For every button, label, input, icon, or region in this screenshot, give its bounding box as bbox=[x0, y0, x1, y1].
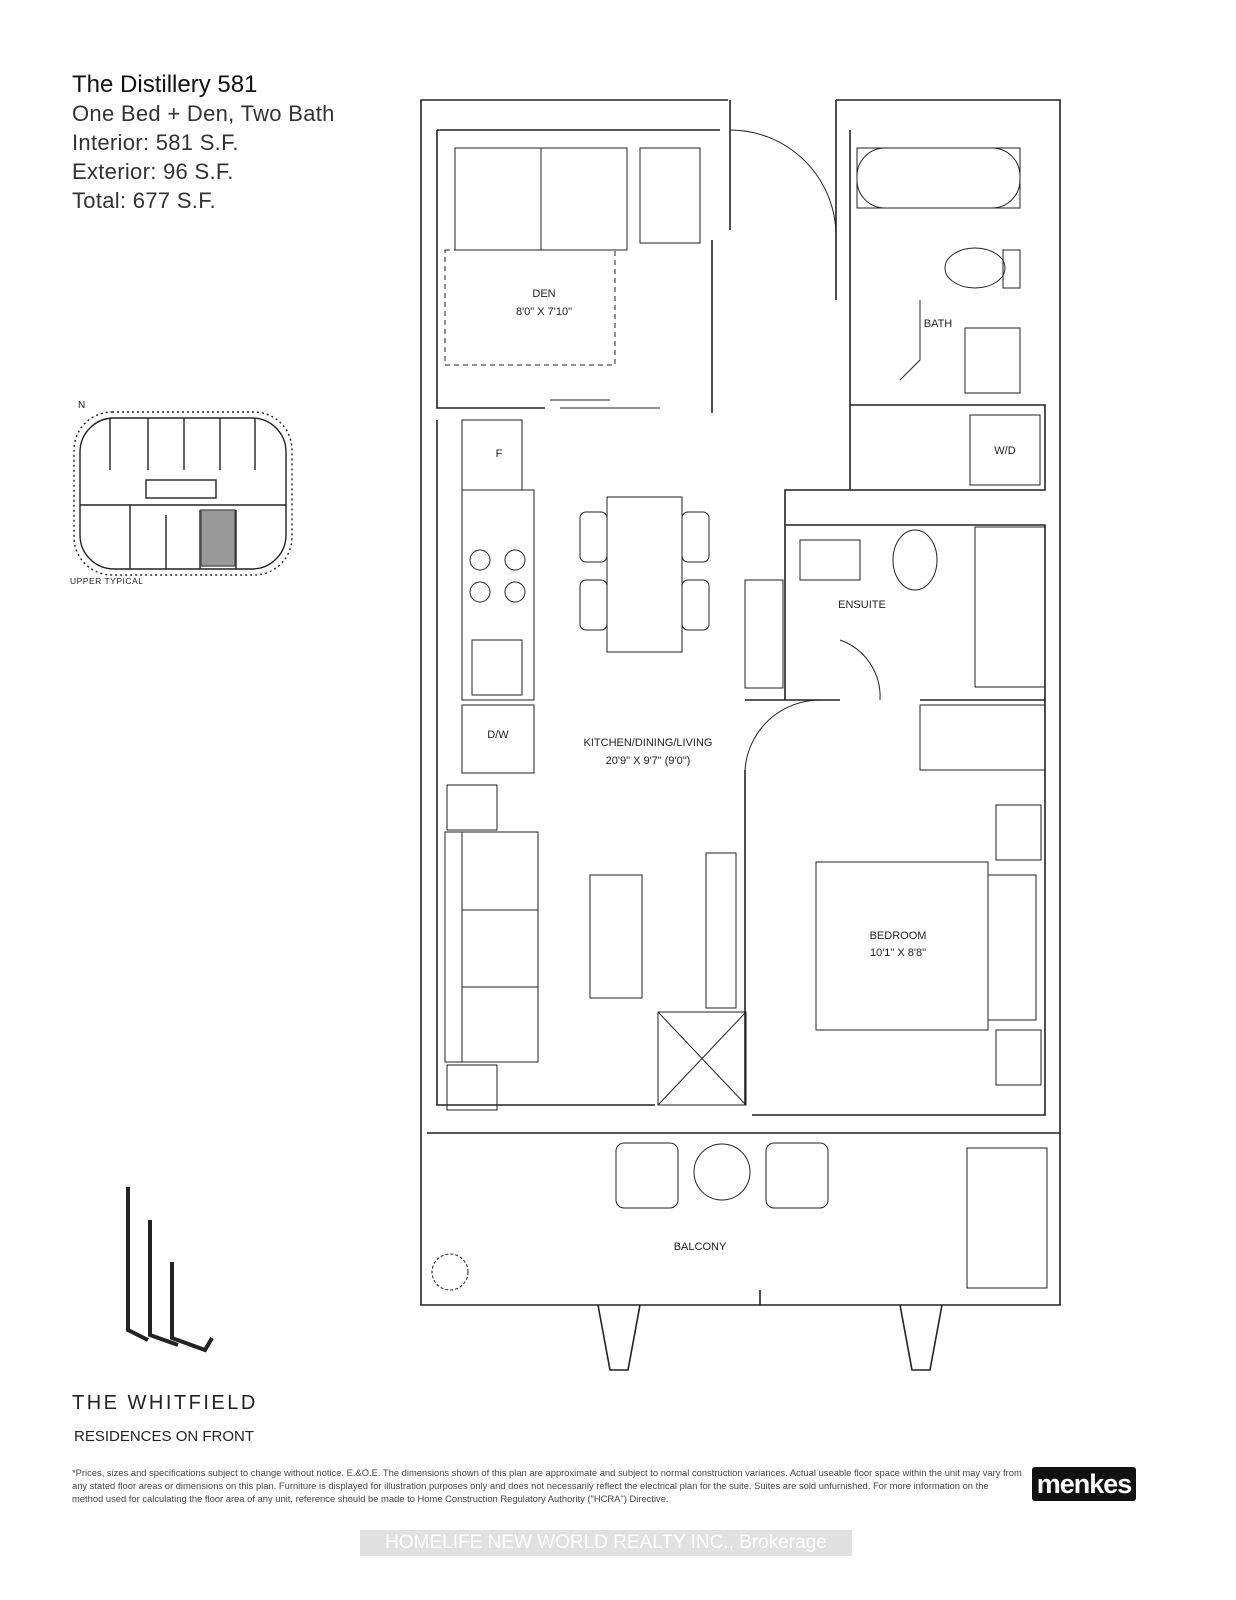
bedroom-wall bbox=[752, 700, 1046, 1116]
balcony-lounger bbox=[966, 1147, 1048, 1289]
cooktop-burner bbox=[469, 581, 491, 603]
den-wall bbox=[436, 130, 545, 409]
shower bbox=[974, 526, 1046, 688]
entry-door-swing bbox=[729, 129, 837, 237]
cooktop-burner bbox=[504, 581, 526, 603]
bath-door bbox=[899, 300, 921, 381]
balcony-label: BALCONY bbox=[674, 1241, 727, 1253]
key-plan-core bbox=[145, 479, 217, 499]
unit-header: The Distillery 581 One Bed + Den, Two Ba… bbox=[72, 70, 335, 215]
planter bbox=[744, 579, 784, 689]
cooktop-burner bbox=[504, 549, 526, 571]
den-rug bbox=[444, 249, 616, 366]
logo-stroke bbox=[148, 1220, 179, 1347]
bed bbox=[815, 861, 989, 1031]
balcony-column bbox=[597, 1304, 641, 1371]
fridge-label: F bbox=[496, 448, 503, 460]
balcony-chair bbox=[615, 1142, 679, 1209]
washer-dryer bbox=[969, 414, 1041, 486]
bathtub bbox=[856, 147, 1021, 209]
bath-wall bbox=[784, 130, 851, 700]
dining-table bbox=[606, 496, 683, 653]
den-closet bbox=[639, 147, 701, 244]
key-plan-label: UPPER TYPICAL bbox=[70, 576, 143, 586]
ensuite-toilet bbox=[892, 529, 938, 591]
den-size: 8'0" X 7'10" bbox=[516, 306, 572, 318]
wd-label: W/D bbox=[994, 445, 1015, 457]
whitfield-logo bbox=[126, 1187, 214, 1353]
balcony-chair bbox=[765, 1142, 829, 1209]
side-table bbox=[446, 1064, 498, 1111]
bedroom-label: BEDROOM bbox=[870, 930, 927, 942]
north-label: N bbox=[78, 400, 85, 411]
nightstand bbox=[995, 1029, 1042, 1086]
side-table bbox=[446, 784, 498, 831]
exterior-wall bbox=[420, 99, 1061, 1306]
dining-chair bbox=[681, 511, 710, 563]
exterior-area: Exterior: 96 S.F. bbox=[72, 159, 234, 184]
walls bbox=[420, 99, 1061, 1371]
brokerage-watermark: HOMELIFE NEW WORLD REALTY INC., Brokerag… bbox=[360, 1530, 852, 1556]
coffee-table bbox=[589, 874, 643, 999]
den-label: DEN bbox=[532, 288, 555, 300]
toilet-tank bbox=[1002, 249, 1021, 289]
doors bbox=[550, 129, 921, 771]
key-plan-outline bbox=[73, 411, 293, 576]
unit-title: The Distillery 581 bbox=[72, 71, 258, 98]
bath-label: BATH bbox=[924, 318, 953, 330]
balcony-plant bbox=[431, 1253, 469, 1291]
balcony-table bbox=[693, 1143, 751, 1201]
brand-name: THE WHITFIELD bbox=[72, 1392, 258, 1414]
sofa bbox=[444, 831, 539, 1063]
disclaimer: *Prices, sizes and specifications subjec… bbox=[72, 1467, 1022, 1504]
bedroom-closet bbox=[919, 704, 1046, 771]
kitchen-size: 20'9" X 9'7" (9'0") bbox=[606, 755, 691, 767]
ensuite-vanity bbox=[799, 539, 861, 581]
developer-logo: menkes bbox=[1032, 1467, 1136, 1501]
dishwasher bbox=[461, 704, 535, 774]
balcony-column bbox=[899, 1304, 943, 1371]
kitchen-counter bbox=[461, 489, 535, 701]
mechanical-closet bbox=[657, 1011, 747, 1106]
unit-type: One Bed + Den, Two Bath bbox=[72, 101, 335, 126]
furniture bbox=[431, 147, 1048, 1291]
key-plan-floor bbox=[79, 417, 287, 570]
logo-stroke bbox=[170, 1262, 214, 1353]
logo-stroke bbox=[126, 1187, 149, 1342]
key-plan-unit-highlight bbox=[200, 509, 236, 567]
cooktop-burner bbox=[469, 549, 491, 571]
interior-area: Interior: 581 S.F. bbox=[72, 130, 239, 155]
dining-chair bbox=[579, 579, 608, 631]
bed-headboard bbox=[987, 874, 1037, 1021]
bathtub-outline bbox=[856, 147, 1021, 209]
brand-tagline: RESIDENCES ON FRONT bbox=[74, 1428, 255, 1445]
nightstand bbox=[995, 804, 1042, 861]
ensuite-wall bbox=[785, 524, 1046, 701]
bedroom-door-swing bbox=[744, 699, 821, 771]
kitchen-label: KITCHEN/DINING/LIVING bbox=[584, 737, 713, 749]
bath-vanity bbox=[964, 327, 1021, 394]
dining-chair bbox=[681, 579, 710, 631]
fridge bbox=[461, 419, 523, 491]
mechanical-closet bbox=[657, 1011, 747, 1106]
dining-chair bbox=[579, 511, 608, 563]
ensuite-label: ENSUITE bbox=[838, 599, 886, 611]
ensuite-door-swing bbox=[839, 639, 881, 701]
key-plan: N UPPER TYPICAL bbox=[70, 400, 293, 586]
total-area: Total: 677 S.F. bbox=[72, 188, 216, 213]
kitchen-sink bbox=[471, 639, 523, 696]
laundry-wall bbox=[850, 404, 1046, 491]
dw-label: D/W bbox=[487, 729, 509, 741]
toilet bbox=[944, 247, 1006, 289]
room-labels: DEN 8'0" X 7'10" BATH W/D F ENSUITE D/W … bbox=[487, 288, 1015, 1253]
bedroom-size: 10'1" X 8'8" bbox=[870, 947, 926, 959]
living-wall bbox=[436, 420, 655, 1106]
tv-console bbox=[705, 852, 737, 1009]
